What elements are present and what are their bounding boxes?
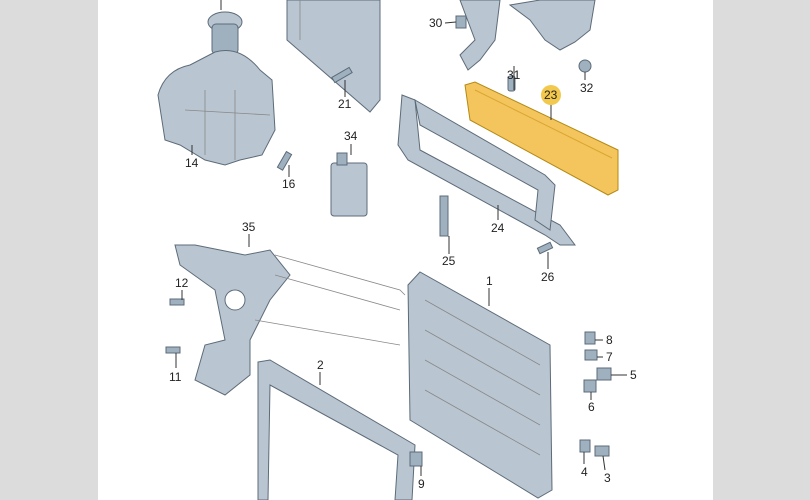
label-21[interactable]: 21 (338, 97, 352, 111)
part-expansion-tank[interactable] (157, 50, 276, 166)
label-30[interactable]: 30 (429, 16, 443, 30)
label-1[interactable]: 1 (486, 274, 493, 288)
part-pin-25[interactable] (439, 195, 449, 237)
label-35[interactable]: 35 (242, 220, 256, 234)
label-9[interactable]: 9 (418, 477, 425, 491)
label-3[interactable]: 3 (604, 471, 611, 485)
label-16[interactable]: 16 (282, 177, 296, 191)
label-11[interactable]: 11 (169, 370, 182, 384)
highlight-marker-23 (541, 85, 561, 105)
label-6[interactable]: 6 (588, 400, 595, 414)
part-bolt-11[interactable] (165, 346, 181, 354)
part-coolant-bottle[interactable] (330, 152, 368, 217)
label-5[interactable]: 5 (630, 368, 637, 382)
label-12[interactable]: 12 (175, 276, 189, 290)
part-clip-30[interactable] (455, 15, 467, 29)
label-24[interactable]: 24 (491, 221, 505, 235)
part-nut-32[interactable] (578, 59, 592, 73)
part-mount-frame[interactable] (397, 94, 576, 246)
part-bolt-31[interactable] (507, 75, 516, 92)
label-23[interactable]: 23 (544, 88, 558, 102)
part-filler-cap[interactable] (207, 0, 243, 55)
part-radiator-top[interactable] (286, 0, 381, 113)
part-bracket-top[interactable] (459, 0, 596, 71)
part-bolt-12[interactable] (169, 298, 185, 306)
label-7[interactable]: 7 (606, 350, 613, 364)
part-small-parts[interactable] (409, 331, 612, 467)
label-34[interactable]: 34 (344, 129, 358, 143)
leader-lines (175, 21, 627, 476)
label-32[interactable]: 32 (580, 81, 594, 95)
part-auxiliary-radiator-highlighted[interactable] (464, 81, 619, 196)
label-31[interactable]: 31 (507, 68, 521, 82)
label-4[interactable]: 4 (581, 465, 588, 479)
part-lock-carrier-side[interactable] (174, 244, 291, 396)
part-main-radiator[interactable] (407, 271, 553, 499)
label-8[interactable]: 8 (606, 333, 613, 347)
part-bolt-21[interactable] (331, 66, 353, 84)
label-14[interactable]: 14 (185, 156, 199, 170)
label-26[interactable]: 26 (541, 270, 555, 284)
part-bolt-26[interactable] (536, 241, 554, 255)
part-front-frame[interactable] (257, 359, 416, 500)
label-2[interactable]: 2 (317, 358, 324, 372)
label-25[interactable]: 25 (442, 254, 456, 268)
part-labels: 30 31 32 23 21 34 14 16 24 25 26 35 12 1… (169, 16, 637, 491)
part-bolt-16[interactable] (276, 150, 293, 171)
